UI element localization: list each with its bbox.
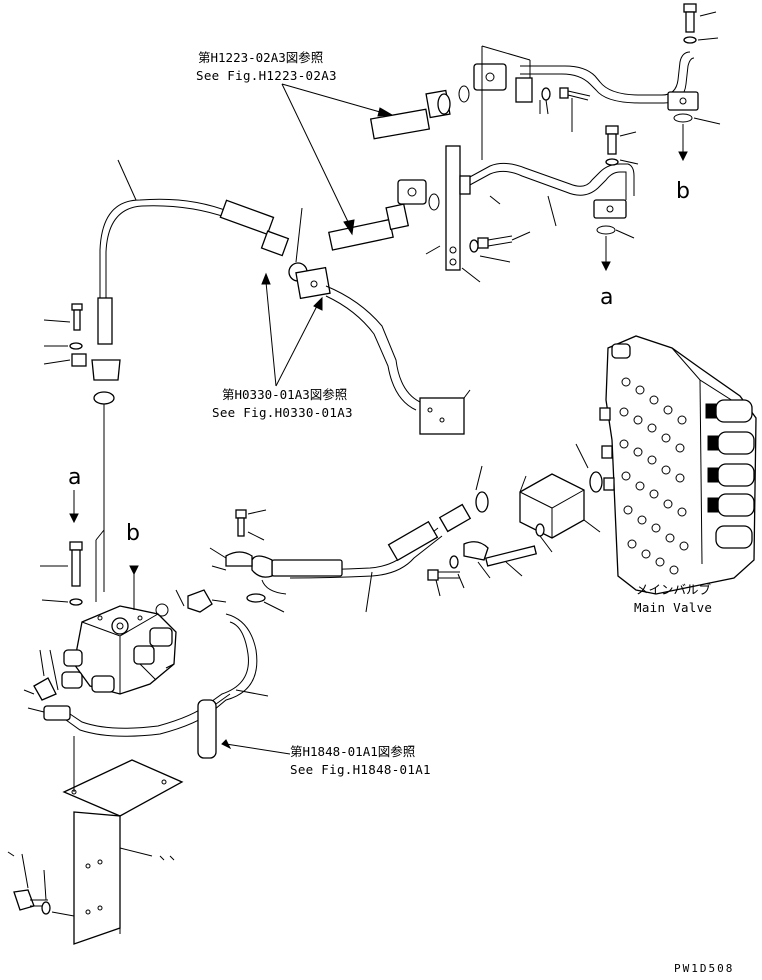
split-flange (473, 63, 507, 91)
main-valve (599, 335, 757, 595)
ref-h1848-jp: 第H1848-01A1図参照 (290, 744, 415, 759)
vertical-bracket (445, 145, 461, 271)
marker-b-top: b (676, 179, 690, 204)
hose-body-mid (271, 559, 343, 577)
ref-h1223-jp: 第H1223-02A3図参照 (198, 50, 323, 65)
mid-hose-assembly (209, 443, 603, 613)
marker-a-left: a (68, 465, 81, 490)
split-flange-mid (397, 179, 427, 205)
ref-h0330-en: See Fig.H0330-01A3 (212, 405, 353, 420)
bolt-top-right (683, 3, 719, 44)
callout-h1848: 第H1848-01A1図参照 See Fig.H1848-01A1 (221, 739, 431, 777)
hose-end-upper (369, 108, 431, 140)
hose-clip (197, 699, 217, 759)
flange-right (667, 91, 699, 111)
marker-a-top: a (600, 285, 613, 310)
ppc-valve (23, 490, 227, 721)
clamp-half (515, 77, 533, 103)
valve-ports (619, 377, 689, 575)
callout-h0330: 第H0330-01A3図参照 See Fig.H0330-01A3 (212, 272, 353, 420)
hose-fitting (219, 199, 275, 236)
callout-h1223: 第H1223-02A3図参照 See Fig.H1223-02A3 (196, 50, 394, 236)
bolt-upper (559, 87, 591, 101)
bolt-mid-right (605, 125, 639, 166)
ref-h1848-en: See Fig.H1848-01A1 (290, 762, 431, 777)
vertical-fitting (97, 297, 113, 345)
valve-spools (705, 399, 755, 549)
hose-end-mid (328, 218, 394, 251)
upper-pipe-assembly (328, 3, 721, 283)
mounting-bracket (7, 736, 184, 945)
o-ring (673, 113, 693, 123)
ref-h1223-en: See Fig.H1223-02A3 (196, 68, 337, 83)
bent-tube-block (295, 266, 471, 435)
bolt-lower-mid (469, 231, 531, 263)
flange-mid (593, 199, 627, 219)
marker-b-left: b (126, 521, 140, 546)
block-fitting (419, 397, 465, 435)
hose-arch (43, 159, 308, 592)
lower-hose-loop (65, 613, 269, 759)
main-valve-label-en: Main Valve (634, 600, 712, 615)
main-valve-label-jp: メインバルブ (636, 582, 712, 597)
ref-h0330-jp: 第H0330-01A3図参照 (222, 387, 347, 402)
drawing-code: PW1D508 (674, 962, 734, 975)
